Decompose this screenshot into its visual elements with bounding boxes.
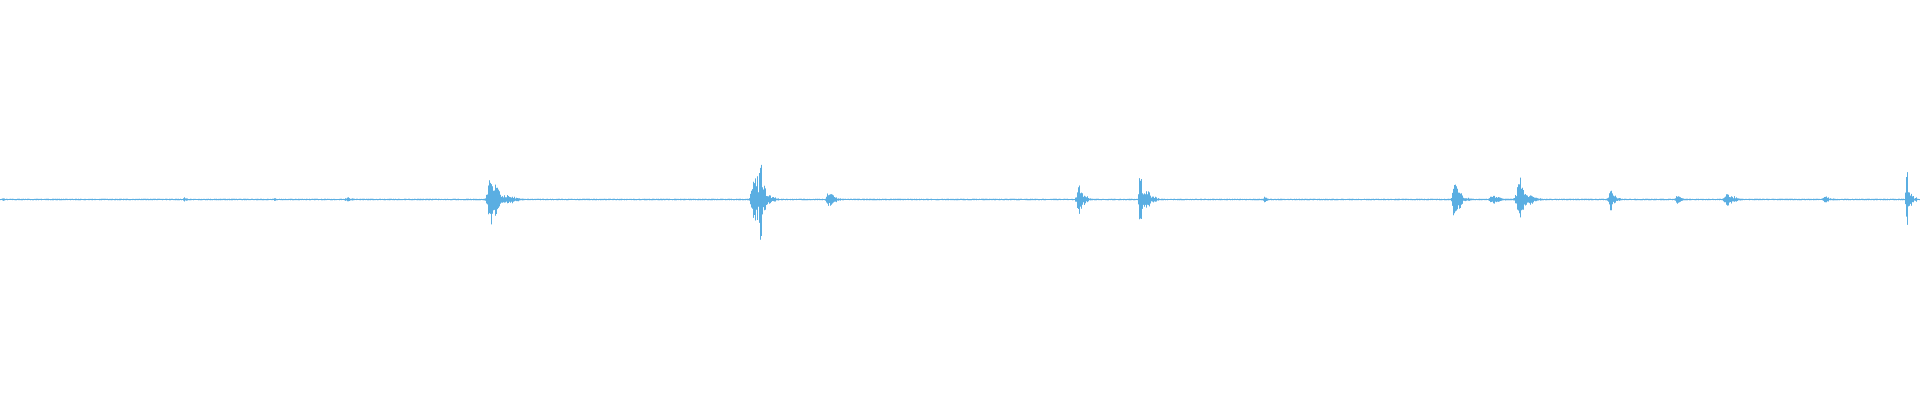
waveform-samples — [0, 164, 1920, 240]
waveform-path — [0, 164, 1920, 240]
